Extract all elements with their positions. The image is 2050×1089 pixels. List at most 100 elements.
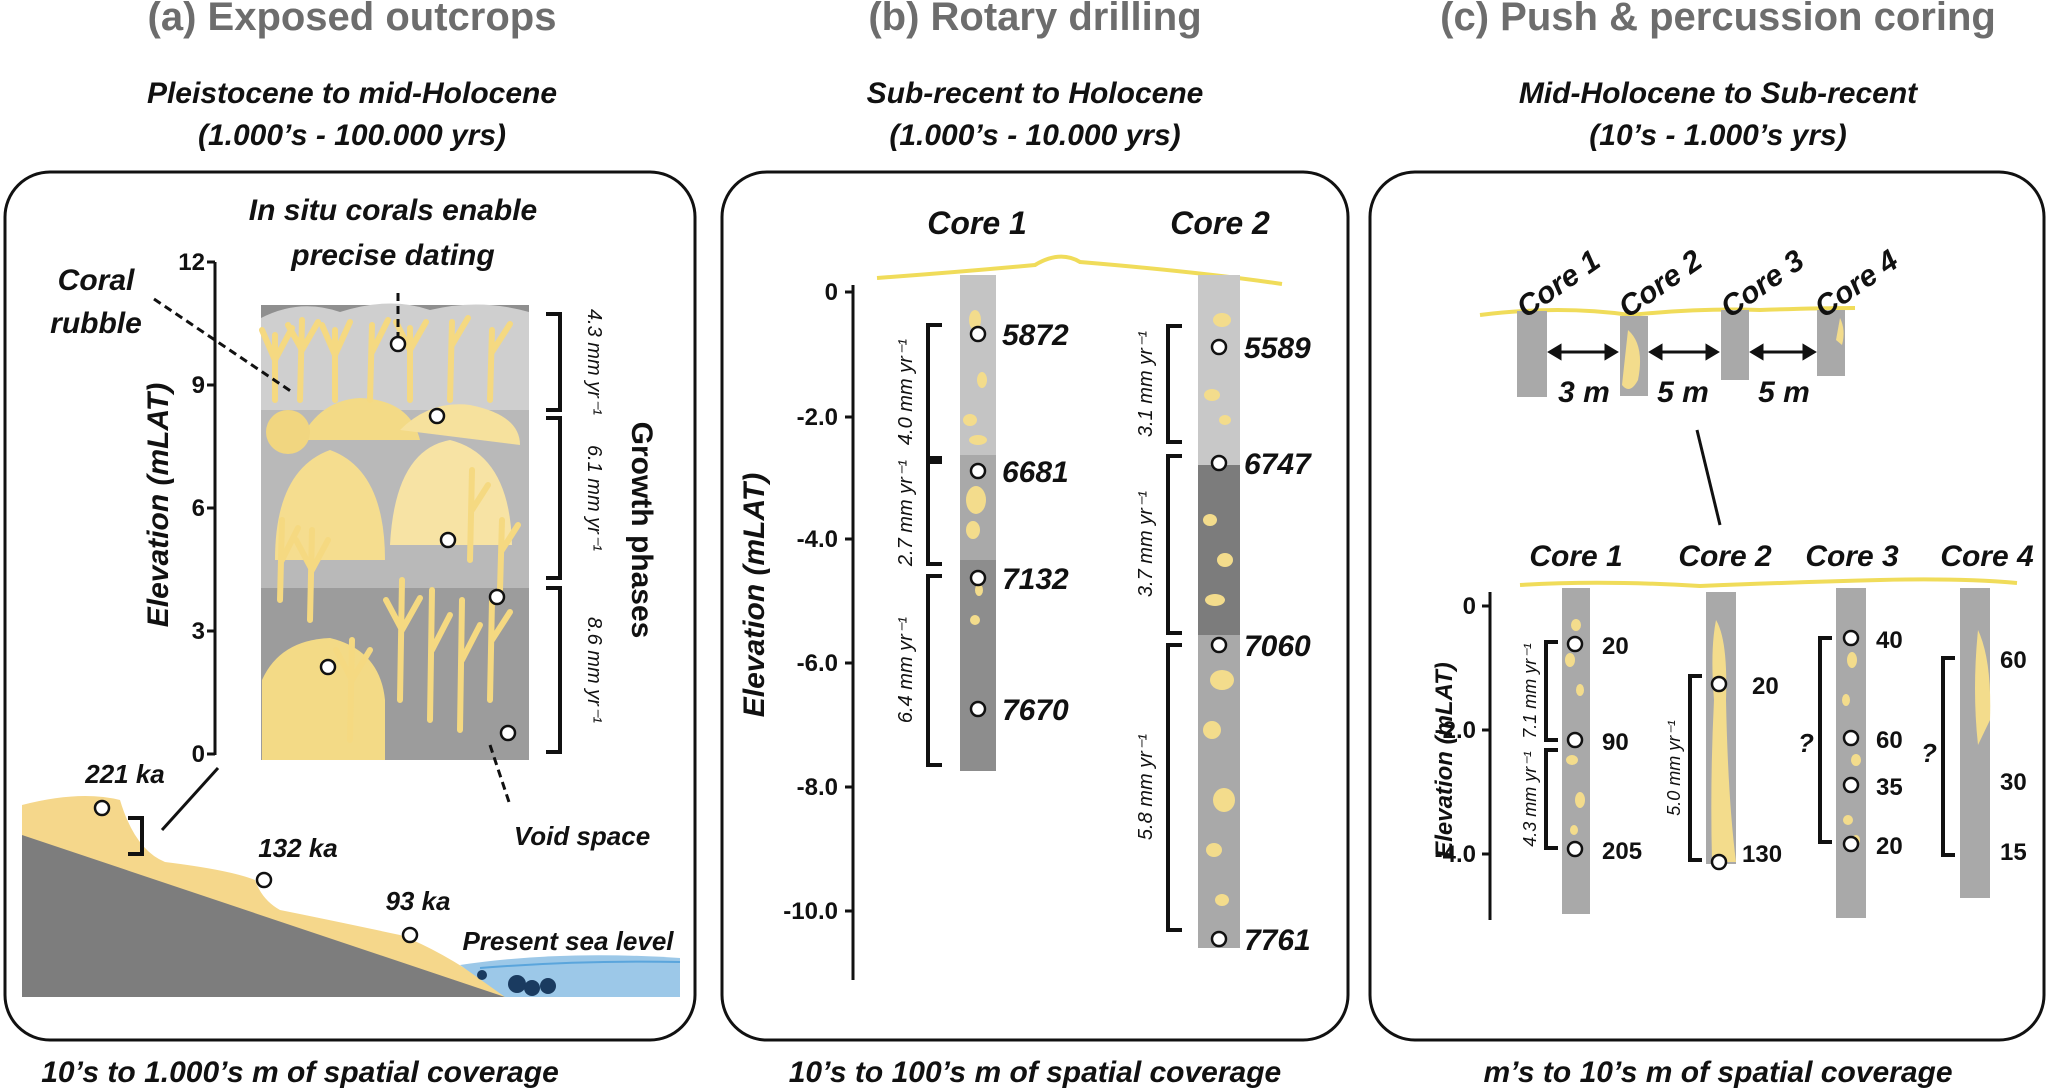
core-label: Core 3 bbox=[1805, 540, 1899, 573]
sample-dot bbox=[1566, 731, 1584, 749]
core-label: Core 1 bbox=[927, 205, 1027, 241]
age-label: 35 bbox=[1876, 774, 1903, 801]
sample-dot bbox=[969, 325, 987, 343]
sample-dot bbox=[389, 335, 407, 353]
sample-dot bbox=[499, 724, 517, 742]
panel-c-tick: 0 bbox=[1463, 593, 1476, 620]
age-label: 40 bbox=[1876, 627, 1903, 654]
sample-dot bbox=[1842, 835, 1860, 853]
age-label: 205 bbox=[1602, 838, 1642, 865]
terrace-age: 93 ka bbox=[385, 886, 450, 916]
age-label: 5872 bbox=[1002, 319, 1069, 352]
sample-dot bbox=[1710, 853, 1728, 871]
sample-dot bbox=[969, 462, 987, 480]
sample-dot bbox=[1566, 840, 1584, 858]
age-label: 6681 bbox=[1002, 456, 1069, 489]
sample-dot bbox=[488, 588, 506, 606]
growth-rate: 5.8 mm yr⁻¹ bbox=[1135, 734, 1157, 840]
top-cores bbox=[1517, 310, 1845, 397]
zoom-connector bbox=[1695, 429, 1722, 526]
age-label: 60 bbox=[2000, 647, 2027, 674]
panel-b-tick: -4.0 bbox=[797, 526, 838, 553]
growth-rate: 6.4 mm yr⁻¹ bbox=[895, 617, 917, 723]
push-core-4 bbox=[1960, 588, 1991, 898]
age-label: 5589 bbox=[1244, 332, 1311, 365]
panel-a-subtitle-1: Pleistocene to mid-Holocene bbox=[147, 77, 557, 110]
spacing-arrows bbox=[1547, 343, 1817, 361]
age-label: 20 bbox=[1602, 633, 1629, 660]
sample-dot bbox=[1210, 338, 1228, 356]
terrace-age: 221 ka bbox=[84, 759, 165, 789]
age-label: 20 bbox=[1752, 673, 1779, 700]
growth-rate: 5.0 mm yr⁻¹ bbox=[1664, 720, 1684, 816]
terrace-profile bbox=[22, 796, 681, 997]
age-label: 130 bbox=[1742, 841, 1782, 868]
growth-brackets bbox=[546, 312, 562, 754]
surface-line-top bbox=[1479, 306, 1856, 318]
sample-dot bbox=[1842, 629, 1860, 647]
age-label: 7761 bbox=[1244, 924, 1311, 957]
panel-b-title: (b) Rotary drilling bbox=[868, 0, 1201, 39]
terrace-dot bbox=[255, 871, 273, 889]
sample-dot bbox=[439, 531, 457, 549]
rubble-label-2: rubble bbox=[50, 307, 142, 340]
growth-rate: 6.1 mm yr⁻¹ bbox=[583, 445, 605, 551]
sample-dot bbox=[969, 700, 987, 718]
growth-phases-label: Growth phases bbox=[625, 422, 658, 639]
panel-c-axis-label: Elevation (mLAT) bbox=[1431, 662, 1458, 858]
core-label: Core 4 bbox=[1940, 540, 2034, 573]
panel-a-tick: 3 bbox=[192, 618, 205, 645]
age-label: 6747 bbox=[1244, 448, 1312, 481]
core-label: Core 1 bbox=[1529, 540, 1622, 573]
push-brackets bbox=[1544, 636, 1955, 862]
panel-b-tick: -10.0 bbox=[783, 898, 838, 925]
panel-a-tick: 6 bbox=[192, 495, 205, 522]
panel-b-tick: -8.0 bbox=[797, 774, 838, 801]
panel-c-axis bbox=[1482, 592, 1492, 920]
age-label: 7132 bbox=[1002, 563, 1069, 596]
terrace-dot bbox=[401, 926, 419, 944]
panel-b-tick: -6.0 bbox=[797, 650, 838, 677]
surface-line-bottom bbox=[1519, 577, 2018, 589]
age-label: 7670 bbox=[1002, 694, 1069, 727]
terrace-age: 132 ka bbox=[258, 833, 338, 863]
age-label: 7060 bbox=[1244, 630, 1311, 663]
leader-line bbox=[488, 744, 512, 806]
growth-rate: 3.1 mm yr⁻¹ bbox=[1135, 331, 1157, 437]
in-situ-label-1: In situ corals enable bbox=[249, 194, 537, 227]
panel-c-footer: m’s to 10’s m of spatial coverage bbox=[1483, 1056, 1952, 1089]
age-label: 30 bbox=[2000, 769, 2027, 796]
panel-a-axis-label: Elevation (mLAT) bbox=[142, 383, 175, 627]
void-space-label: Void space bbox=[514, 821, 650, 851]
terrace-dot bbox=[93, 799, 111, 817]
panel-a-tick: 0 bbox=[192, 741, 205, 768]
growth-rate: 2.7 mm yr⁻¹ bbox=[895, 460, 917, 567]
panel-b-frame bbox=[720, 170, 1350, 1042]
panel-b-subtitle-1: Sub-recent to Holocene bbox=[867, 77, 1204, 110]
leader-line bbox=[153, 297, 293, 394]
age-label: 60 bbox=[1876, 727, 1903, 754]
rubble-label-1: Coral bbox=[58, 264, 135, 297]
panel-b-axis bbox=[845, 285, 855, 980]
terrace-bracket bbox=[128, 816, 144, 856]
rotary-core-2 bbox=[1198, 275, 1240, 948]
reef-section bbox=[259, 303, 529, 760]
panel-a-subtitle-2: (1.000’s - 100.000 yrs) bbox=[198, 119, 506, 152]
growth-rate: 4.3 mm yr⁻¹ bbox=[1520, 751, 1540, 847]
growth-rate: 4.3 mm yr⁻¹ bbox=[583, 309, 605, 415]
sample-dot bbox=[1842, 776, 1860, 794]
sample-dot bbox=[1210, 930, 1228, 948]
sample-dot bbox=[1566, 635, 1584, 653]
unknown-rate: ? bbox=[1921, 738, 1937, 768]
present-sea-level-label: Present sea level bbox=[462, 926, 674, 956]
rotary-core-1 bbox=[960, 275, 996, 771]
panel-c-tick: -2.0 bbox=[1435, 717, 1476, 744]
panel-c-subtitle-1: Mid-Holocene to Sub-recent bbox=[1519, 77, 1919, 110]
panel-b-axis-label: Elevation (mLAT) bbox=[738, 473, 771, 717]
sample-dot bbox=[1710, 675, 1728, 693]
age-label: 15 bbox=[2000, 839, 2027, 866]
sample-dot bbox=[428, 407, 446, 425]
growth-rate: 8.6 mm yr⁻¹ bbox=[583, 617, 605, 723]
sample-dot bbox=[1842, 729, 1860, 747]
panel-a-tick: 9 bbox=[192, 372, 205, 399]
